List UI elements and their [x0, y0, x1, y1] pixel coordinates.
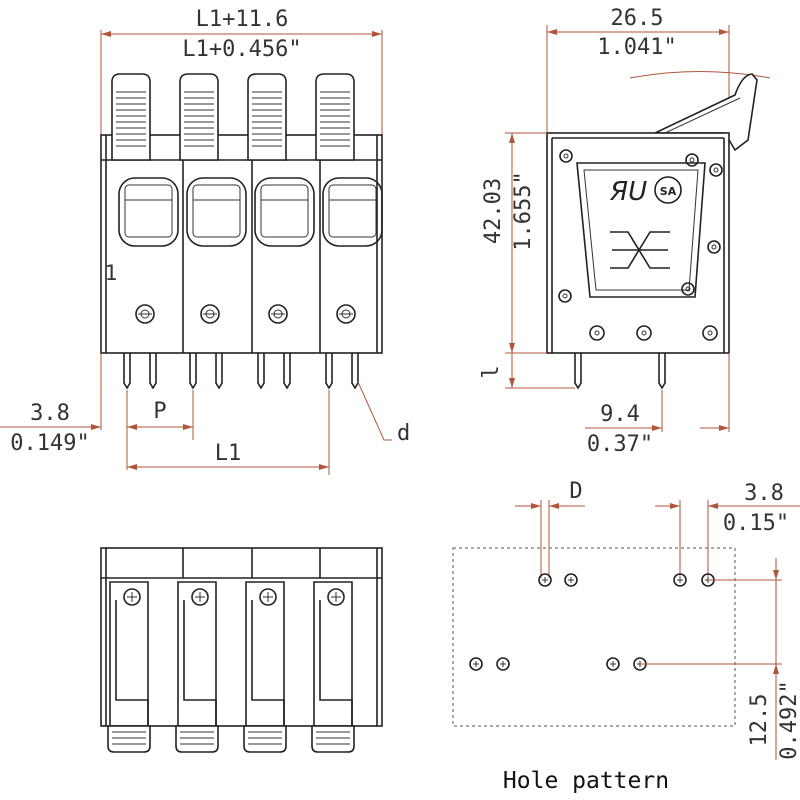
side-height-in: 1.655" [511, 171, 536, 250]
hole-spacing-mm: 3.8 [744, 481, 784, 506]
front-offset-mm: 3.8 [30, 401, 70, 426]
side-housing [546, 132, 730, 354]
front-pins [123, 353, 359, 390]
bottom-pole [243, 581, 287, 753]
pin-offset-mm: 9.4 [600, 402, 640, 427]
side-height-mm: 42.03 [481, 178, 506, 244]
front-pole [179, 73, 247, 324]
side-width-in: 1.041" [597, 35, 676, 60]
hole-spacing-in: 0.15" [723, 511, 789, 536]
holes [469, 573, 715, 671]
pin-length-label: l [479, 365, 504, 378]
front-offset-in: 0.149" [10, 431, 89, 456]
csa-mark-icon [654, 176, 682, 204]
bottom-pole [311, 581, 355, 753]
hole-pattern-outline [452, 547, 736, 727]
side-view: 26.5 1.041" ЯU SA [479, 6, 771, 457]
front-width-mm: L1+11.6 [196, 7, 289, 32]
bottom-pole [175, 581, 219, 753]
logo-plate [576, 162, 706, 298]
front-pole [111, 73, 179, 324]
front-view: L1+11.6 L1+0.456" 1 [0, 7, 410, 475]
svg-text:SA: SA [660, 185, 677, 198]
bottom-pole [107, 581, 151, 753]
front-width-in: L1+0.456" [182, 37, 301, 62]
side-pin [574, 353, 582, 390]
hole-pattern-title: Hole pattern [503, 768, 669, 794]
l1-label: L1 [215, 441, 242, 466]
bottom-view [100, 547, 383, 753]
brand-logo-icon [610, 231, 670, 269]
row-spacing-mm: 12.5 [747, 694, 772, 747]
side-pin [658, 353, 666, 390]
hole-pattern: D 3.8 0.15" 12.5 0.492" Hole pattern [452, 479, 800, 794]
side-lever [654, 73, 758, 152]
row-spacing-in: 0.492" [777, 680, 800, 759]
pin-diameter-label: d [397, 421, 410, 446]
hole-diameter-label: D [569, 479, 582, 504]
pitch-label: P [153, 399, 166, 424]
pin-offset-in: 0.37" [587, 432, 653, 457]
side-marker: 1 [105, 261, 118, 285]
side-width-mm: 26.5 [611, 6, 664, 31]
front-pole [315, 73, 383, 324]
side-screws [558, 149, 723, 341]
ur-mark-icon: ЯU [609, 177, 647, 207]
front-pole [247, 73, 315, 324]
